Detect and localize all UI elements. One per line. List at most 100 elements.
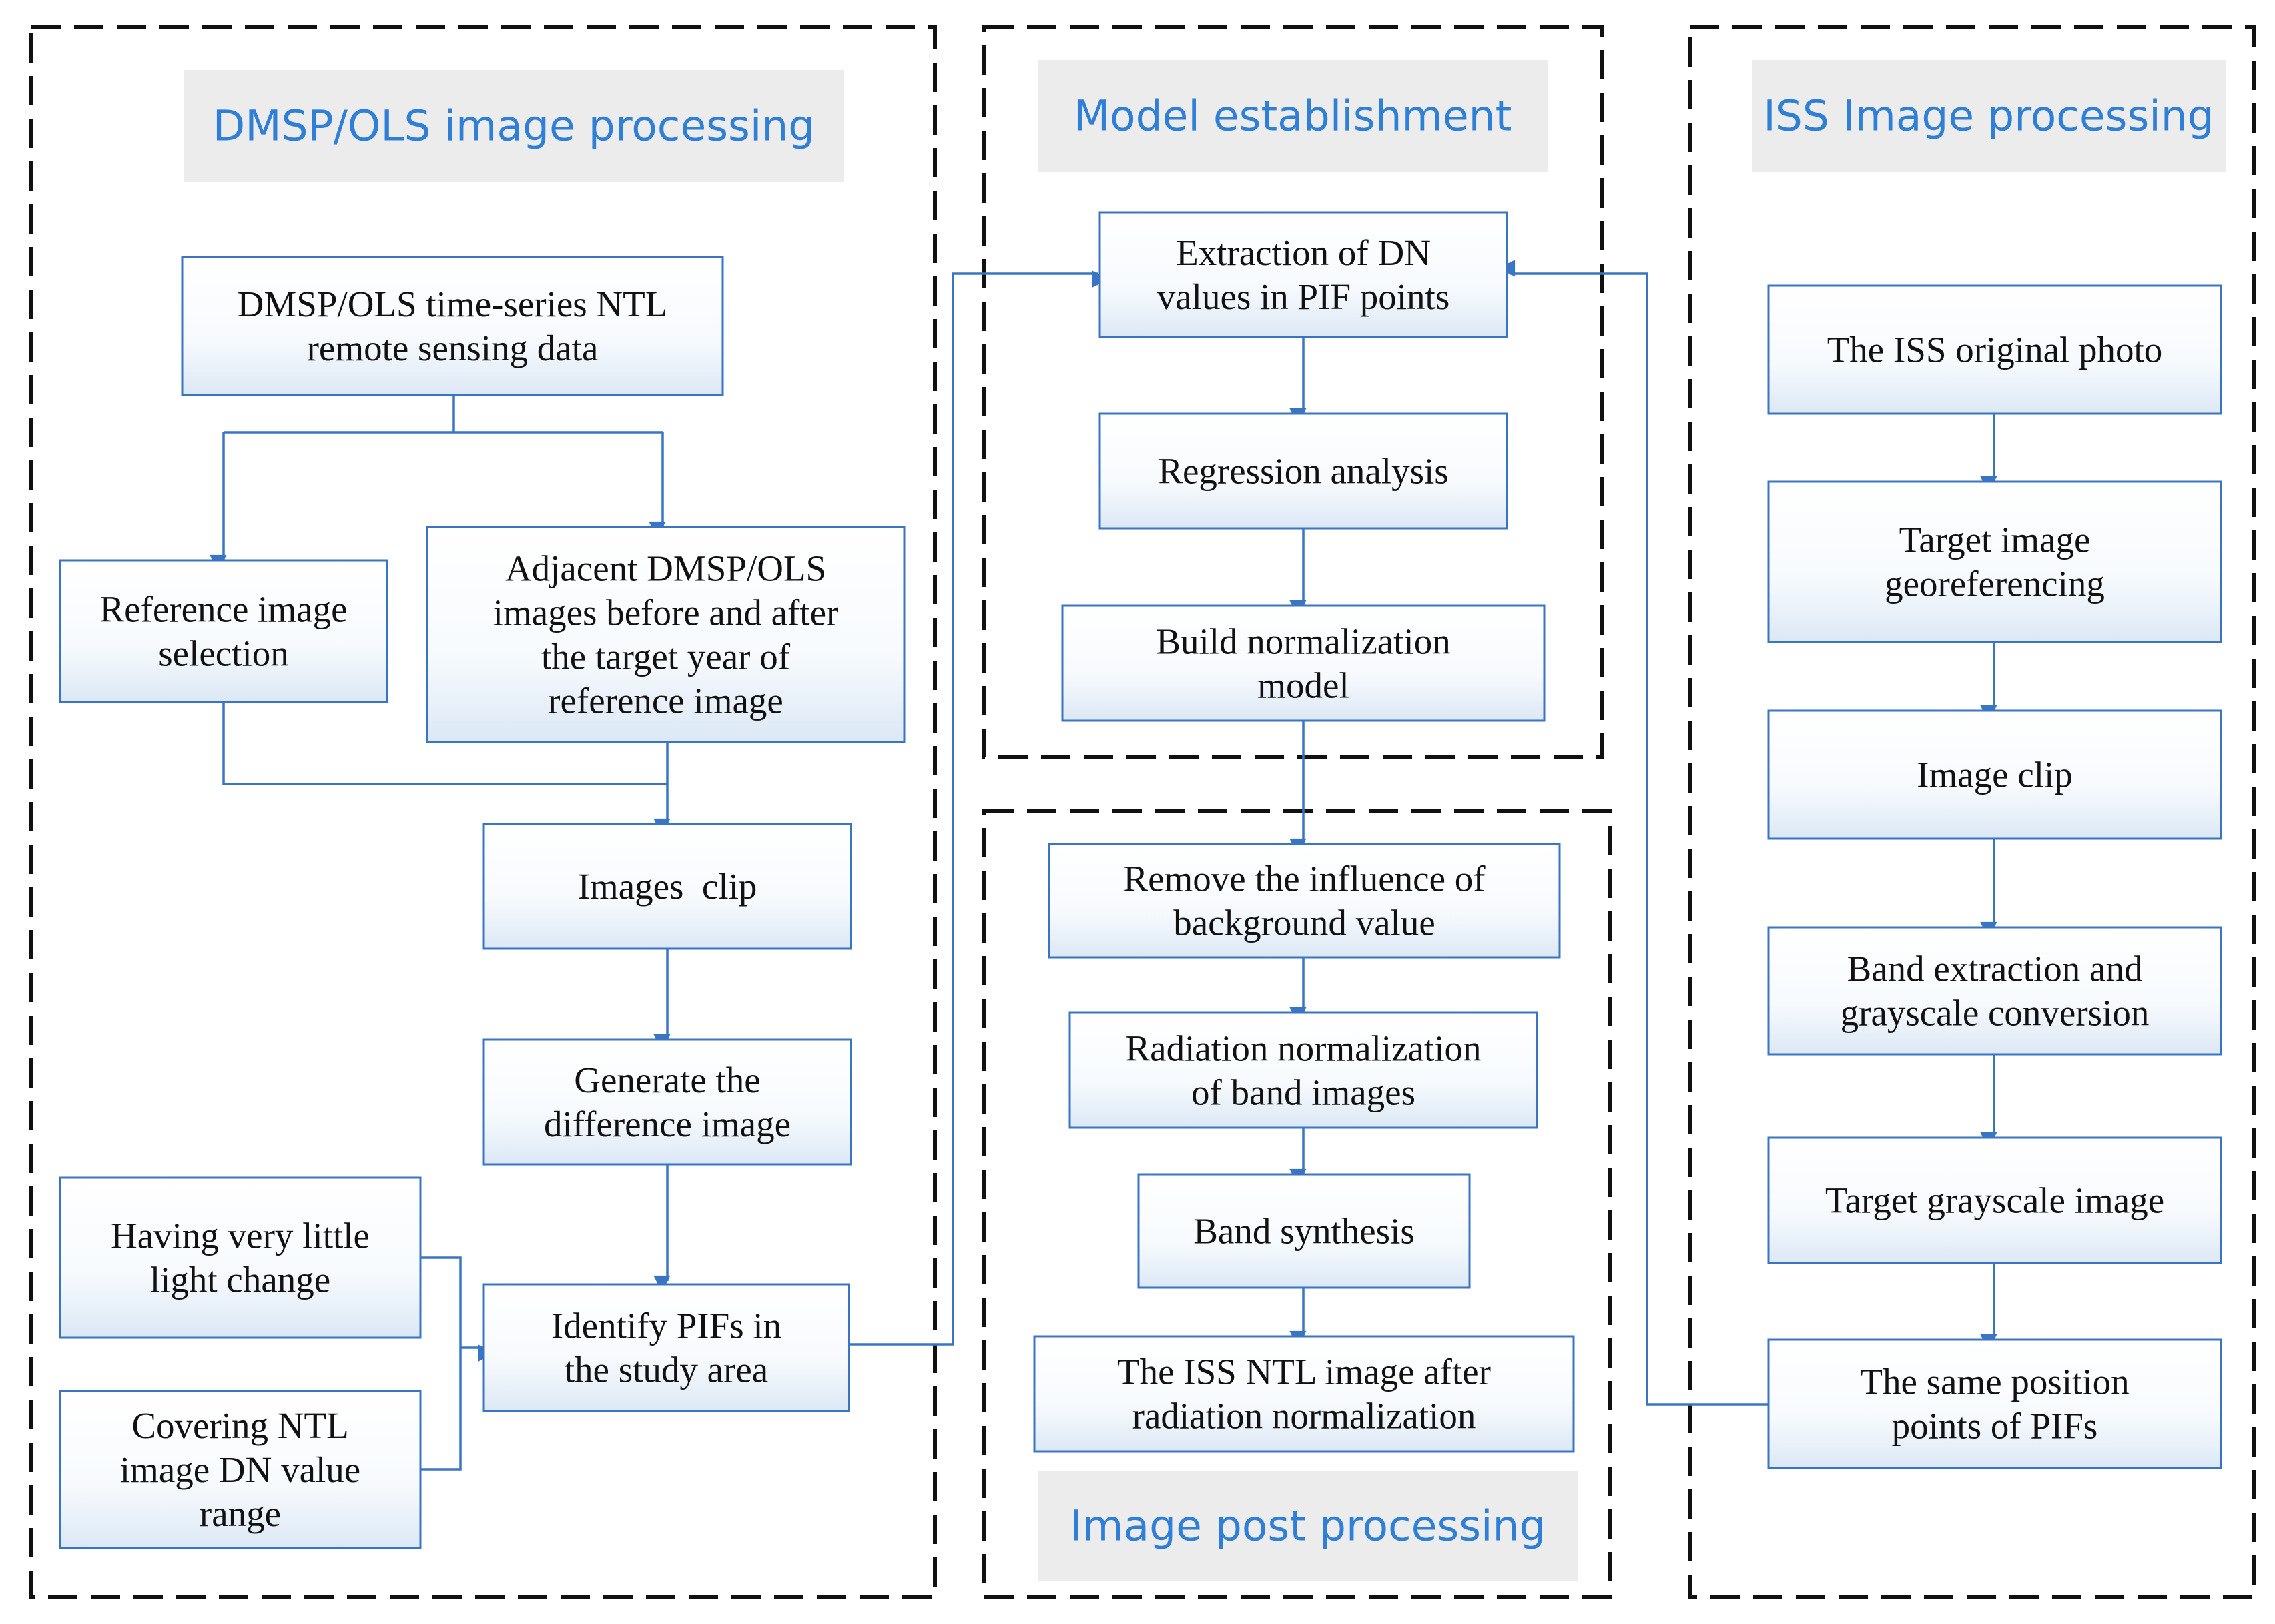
box-images-clip: Images clip [482,823,852,950]
box-regression-text: Regression analysis [1158,451,1448,492]
box-line: range [200,1493,281,1534]
box-line: Having very little [111,1216,370,1256]
box-line: Band synthesis [1193,1211,1415,1252]
box-line: Extraction of DN [1176,232,1431,273]
heading-iss-text: ISS Image processing [1763,92,2214,141]
box-line: Covering NTL [131,1405,348,1446]
box-line: Build normalization [1156,621,1450,662]
connector-ntl-split [224,395,663,434]
box-line: Band extraction and [1847,949,2143,989]
box-line: The ISS original photo [1827,330,2163,370]
heading-model-text: Model establishment [1074,92,1512,141]
box-line: light change [150,1260,330,1300]
box-original-photo: The ISS original photo [1767,284,2222,415]
connector-light-change [420,1256,462,1348]
box-grayscale-image-text: Target grayscale image [1825,1180,2164,1221]
box-line: of band images [1191,1072,1415,1113]
heading-model: Model establishment [1038,60,1548,172]
connector-reference-down [222,702,667,785]
box-line: difference image [544,1104,791,1144]
box-line: Identify PIFs in [551,1306,781,1346]
heading-post-text: Image post processing [1070,1502,1546,1551]
connector-dn-range [420,1348,462,1471]
box-line: Regression analysis [1158,451,1448,492]
arrow-identify-to-extract [849,270,1110,1346]
box-line: Reference image [99,589,347,630]
box-line: The ISS NTL image after [1117,1352,1491,1392]
panel-iss [1688,25,2256,1599]
box-band-synthesis-text: Band synthesis [1193,1211,1415,1252]
box-line: Images clip [578,866,757,907]
box-image-clip-text: Image clip [1917,755,2073,795]
box-line: Target image [1899,520,2091,560]
box-original-photo-text: The ISS original photo [1827,330,2163,370]
box-line: image DN value [120,1449,360,1490]
box-line: Radiation normalization [1125,1028,1481,1069]
box-line: Adjacent DMSP/OLS [505,548,826,589]
heading-dmsp: DMSP/OLS image processing [184,70,844,182]
box-line: Remove the influence of [1123,859,1486,899]
box-line: The same position [1860,1362,2129,1402]
box-line: selection [158,633,288,674]
box-line: remote sensing data [307,328,599,368]
heading-iss: ISS Image processing [1752,60,2226,172]
box-line: Generate the [574,1060,760,1100]
box-images-clip-text: Images clip [578,866,757,907]
panel-model [982,25,1604,759]
box-line: model [1257,665,1349,706]
box-line: the target year of [541,637,791,677]
arrow-same-position-to-extract [1498,260,1768,1406]
box-line: georeferencing [1885,564,2105,604]
box-line: points of PIFs [1892,1406,2098,1447]
box-band-synthesis: Band synthesis [1137,1173,1471,1289]
panel-dmsp [29,25,937,1599]
box-line: values in PIF points [1157,276,1450,317]
box-line: images before and after [493,592,839,633]
box-line: the study area [565,1350,768,1390]
box-line: grayscale conversion [1841,993,2150,1034]
box-regression: Regression analysis [1098,412,1508,530]
box-line: background value [1173,903,1435,943]
box-line: radiation normalization [1132,1396,1476,1437]
box-line: DMSP/OLS time-series NTL [238,284,668,324]
box-grayscale-image: Target grayscale image [1767,1136,2222,1264]
heading-dmsp-text: DMSP/OLS image processing [213,102,816,151]
box-line: Target grayscale image [1825,1180,2164,1221]
box-line: reference image [548,681,783,721]
heading-post: Image post processing [1038,1471,1578,1581]
box-line: Image clip [1917,755,2073,795]
box-image-clip: Image clip [1767,709,2222,840]
panel-post [982,809,1612,1599]
